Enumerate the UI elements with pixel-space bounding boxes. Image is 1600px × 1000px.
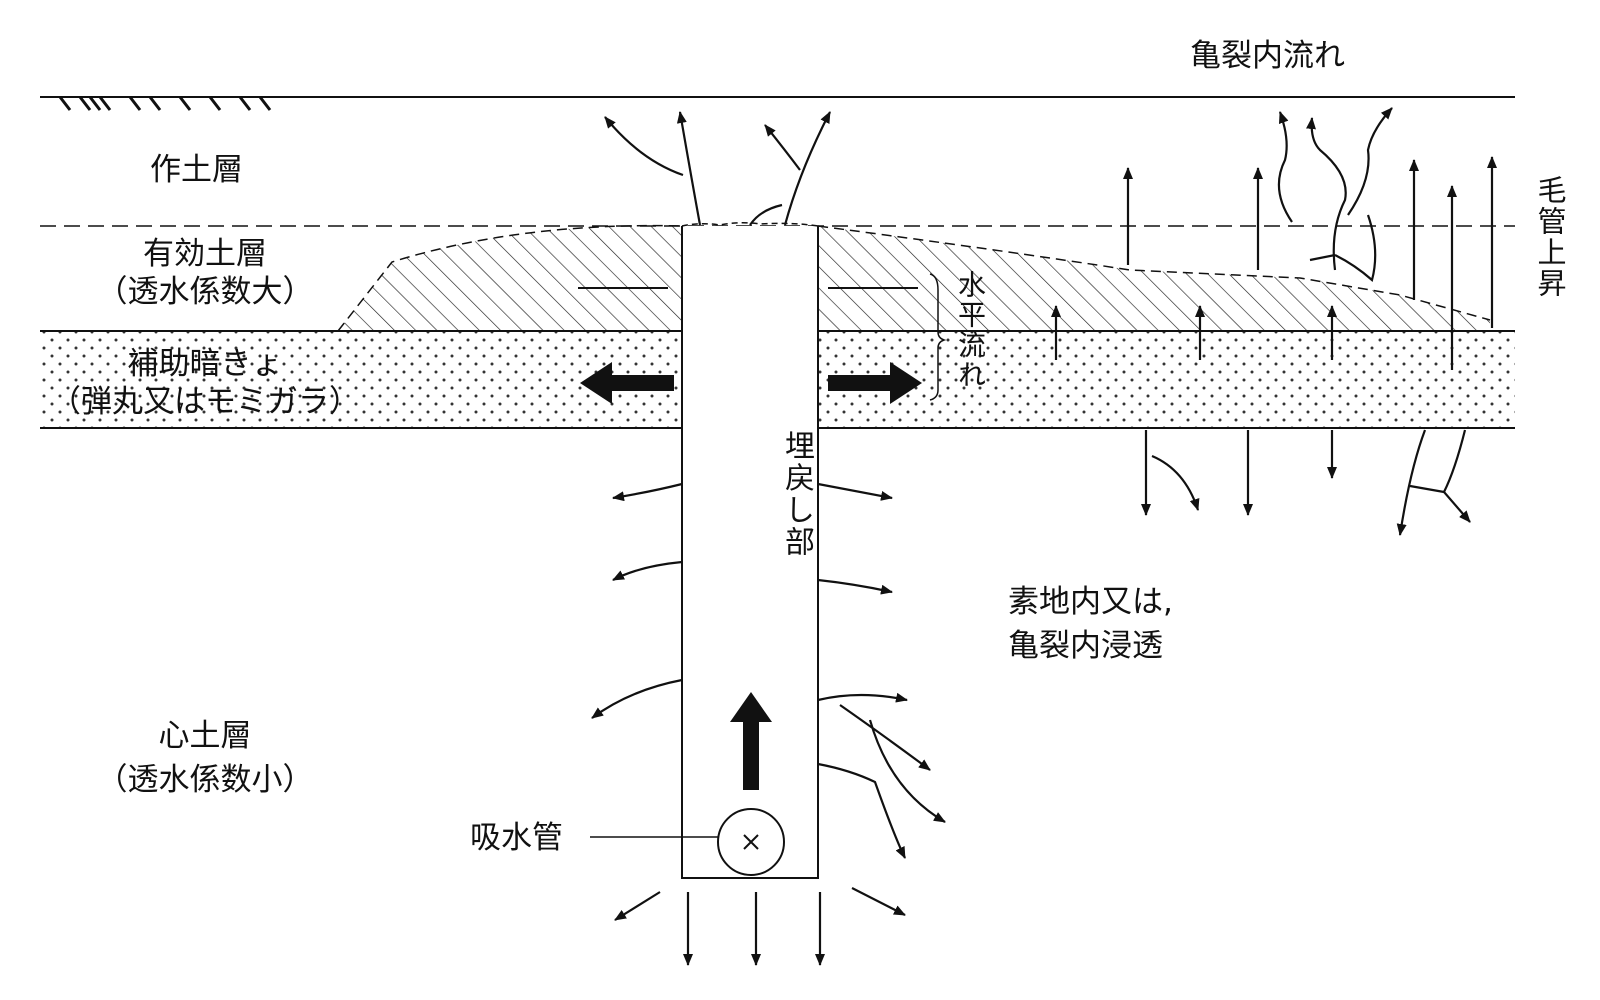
topsoil-label: 作土層 bbox=[150, 152, 243, 188]
downward-infiltration-arrows-right bbox=[1141, 429, 1471, 536]
backfill-label: 埋戻し部 bbox=[779, 430, 814, 558]
crack-flow-arrows-top bbox=[604, 111, 831, 226]
infiltration-label-line2: 亀裂内浸透 bbox=[1008, 628, 1163, 664]
effective-layer-note: （透水係数大） bbox=[96, 274, 314, 310]
bottom-infiltration-arrows bbox=[614, 887, 906, 966]
hatched-zone-right bbox=[818, 226, 1490, 331]
horizontal-flow-arrow-left bbox=[580, 362, 674, 404]
infiltration-label-line1: 素地内又は, bbox=[1008, 584, 1173, 620]
auxiliary-drain-note: （弾丸又はモミガラ） bbox=[50, 384, 360, 420]
intake-pipe bbox=[590, 808, 785, 876]
horizontal-flow-label: 水平流れ bbox=[954, 270, 987, 390]
capillary-rise-label: 毛管上昇 bbox=[1533, 175, 1567, 299]
auxiliary-drain-label: 補助暗きょ bbox=[127, 346, 283, 382]
crack-flow-arrows-right bbox=[1277, 107, 1393, 283]
horizontal-flow-brace bbox=[929, 273, 947, 401]
ground-surface bbox=[40, 96, 1515, 111]
capillary-rise-arrows bbox=[1051, 156, 1497, 370]
horizontal-flow-arrow-right bbox=[828, 362, 922, 404]
subsoil-label: 心土層 bbox=[158, 718, 252, 754]
subsoil-note: （透水係数小） bbox=[96, 762, 314, 798]
upward-flow-arrow bbox=[730, 692, 772, 790]
lateral-infiltration-arrows bbox=[591, 482, 946, 859]
intake-pipe-label: 吸水管 bbox=[470, 820, 563, 856]
effective-layer-label: 有効土層 bbox=[143, 236, 267, 272]
crack-flow-label: 亀裂内流れ bbox=[1190, 38, 1345, 74]
hatched-zone-left bbox=[338, 225, 682, 331]
